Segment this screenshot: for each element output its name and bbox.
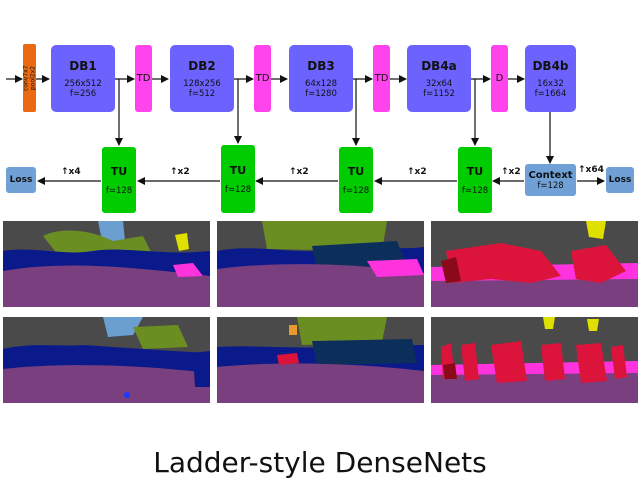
transition-down-1: TD bbox=[135, 45, 152, 112]
input-conv-label: conv7x7 bbox=[22, 65, 30, 91]
context-features: f=128 bbox=[537, 180, 564, 191]
context-block: Context f=128 bbox=[525, 164, 576, 196]
td3-label: TD bbox=[374, 73, 389, 84]
upsample-x64-label: ↑x64 bbox=[578, 165, 604, 175]
db2-resolution: 128x256 bbox=[183, 78, 221, 89]
architecture-diagram: conv7x7 pool2x2 DB1 256x512 f=256 TD DB2… bbox=[0, 0, 640, 220]
dense-block-db4a: DB4a 32x64 f=1152 bbox=[407, 45, 471, 112]
transition-up-2: TU f=128 bbox=[221, 145, 255, 213]
tu4-name: TU bbox=[466, 164, 484, 178]
segmentation-example-4 bbox=[3, 317, 210, 403]
input-pool-label: pool2x2 bbox=[29, 66, 37, 91]
segmentation-example-2 bbox=[217, 221, 424, 307]
db4a-features: f=1152 bbox=[423, 88, 455, 99]
td1-label: TD bbox=[136, 73, 151, 84]
tu1-features: f=128 bbox=[105, 185, 133, 196]
db3-features: f=1280 bbox=[305, 88, 337, 99]
segmentation-image-2 bbox=[217, 221, 424, 307]
db1-name: DB1 bbox=[69, 58, 97, 73]
segmentation-image-4 bbox=[3, 317, 210, 403]
tu1-name: TU bbox=[110, 164, 128, 178]
db4b-features: f=1664 bbox=[534, 88, 567, 99]
context-name: Context bbox=[528, 169, 573, 181]
input-block: conv7x7 pool2x2 bbox=[22, 44, 37, 112]
upsample-x4-label: ↑x4 bbox=[61, 167, 81, 177]
tu2-name: TU bbox=[229, 163, 247, 177]
downsample-d: D bbox=[491, 45, 508, 112]
db1-resolution: 256x512 bbox=[64, 78, 102, 89]
loss-right-label: Loss bbox=[608, 175, 632, 185]
diagram-arrows bbox=[6, 75, 605, 185]
dense-block-db4b: DB4b 16x32 f=1664 bbox=[525, 45, 576, 112]
db3-resolution: 64x128 bbox=[304, 78, 338, 89]
segmentation-example-6 bbox=[431, 317, 638, 403]
segmentation-image-5 bbox=[217, 317, 424, 403]
loss-right: Loss bbox=[606, 167, 634, 193]
db3-name: DB3 bbox=[307, 58, 335, 73]
segmentation-image-6 bbox=[431, 317, 638, 403]
tu3-features: f=128 bbox=[342, 185, 370, 196]
transition-up-4: TU f=128 bbox=[458, 147, 492, 213]
dense-block-db2: DB2 128x256 f=512 bbox=[170, 45, 234, 112]
td2-label: TD bbox=[255, 73, 270, 84]
db2-features: f=512 bbox=[188, 88, 216, 99]
loss-left-label: Loss bbox=[9, 175, 33, 185]
segmentation-image-1 bbox=[3, 221, 210, 307]
transition-down-2: TD bbox=[254, 45, 271, 112]
dense-block-db1: DB1 256x512 f=256 bbox=[51, 45, 115, 112]
upsample-x2-label-2: ↑x2 bbox=[289, 167, 309, 177]
upsample-x2-label-1: ↑x2 bbox=[170, 167, 190, 177]
transition-up-3: TU f=128 bbox=[339, 147, 373, 213]
figure-caption: Ladder-style DenseNets bbox=[153, 446, 487, 479]
upsample-x2-label-3: ↑x2 bbox=[407, 167, 427, 177]
db4b-name: DB4b bbox=[532, 58, 569, 73]
dense-block-db3: DB3 64x128 f=1280 bbox=[289, 45, 353, 112]
transition-up-1: TU f=128 bbox=[102, 147, 136, 213]
db4a-resolution: 32x64 bbox=[425, 78, 453, 89]
db1-features: f=256 bbox=[69, 88, 97, 99]
d-label: D bbox=[495, 73, 504, 84]
upsample-x2-label-4: ↑x2 bbox=[501, 167, 521, 177]
segmentation-image-3 bbox=[431, 221, 638, 307]
segmentation-example-1 bbox=[3, 221, 210, 307]
db4a-name: DB4a bbox=[421, 58, 457, 73]
db2-name: DB2 bbox=[188, 58, 216, 73]
tu2-features: f=128 bbox=[224, 184, 252, 195]
loss-left: Loss bbox=[6, 167, 36, 193]
segmentation-example-5 bbox=[217, 317, 424, 403]
db4b-resolution: 16x32 bbox=[537, 78, 564, 89]
tu4-features: f=128 bbox=[461, 185, 489, 196]
tu3-name: TU bbox=[347, 164, 365, 178]
segmentation-example-3 bbox=[431, 221, 638, 307]
transition-down-3: TD bbox=[373, 45, 390, 112]
